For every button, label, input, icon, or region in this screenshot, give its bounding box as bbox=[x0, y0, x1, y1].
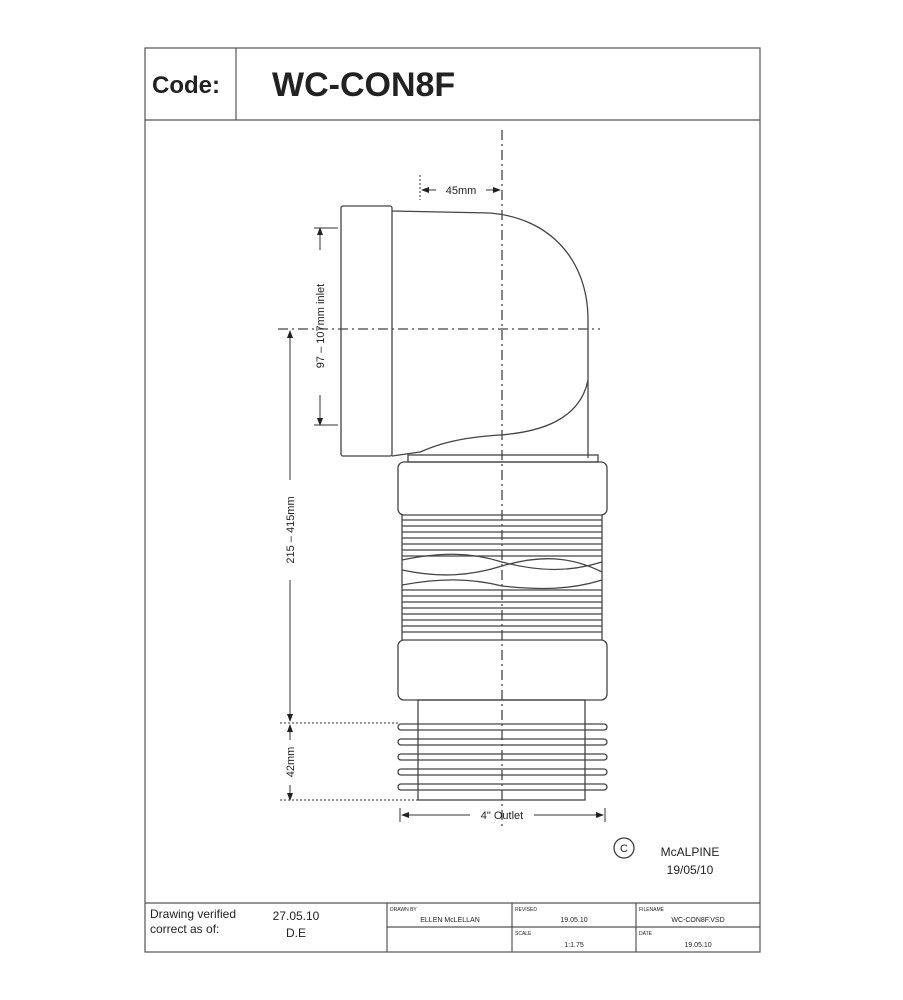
centerlines bbox=[278, 130, 600, 830]
scale-label: SCALE bbox=[515, 931, 532, 937]
verified-label-2: correct as of: bbox=[150, 922, 219, 936]
verified-label-1: Drawing verified bbox=[150, 907, 236, 921]
dim-spigot: 42mm bbox=[285, 747, 297, 778]
connector-part bbox=[340, 205, 608, 801]
corrugation bbox=[401, 553, 603, 590]
copyright-date: 19/05/10 bbox=[667, 863, 714, 877]
date-label: DATE bbox=[639, 931, 653, 937]
dim-outlet: 4" Outlet bbox=[481, 810, 523, 822]
dimension-lines bbox=[280, 175, 606, 822]
spigot-fins bbox=[397, 723, 608, 791]
verified-by: D.E bbox=[286, 926, 306, 940]
filename-label: FILENAME bbox=[639, 907, 665, 913]
copyright-symbol: C bbox=[620, 843, 628, 855]
revised: 19.05.10 bbox=[560, 917, 587, 924]
dim-offset: 45mm bbox=[446, 185, 477, 197]
verified-date: 27.05.10 bbox=[273, 909, 320, 923]
drawn-by: ELLEN McLELLAN bbox=[420, 917, 480, 924]
sheet-frame bbox=[144, 47, 761, 953]
spigot bbox=[417, 699, 586, 801]
drawn-by-label: DRAWN BY bbox=[390, 907, 417, 913]
filename: WC-CON8F.VSD bbox=[671, 917, 724, 924]
inlet-collar bbox=[340, 205, 393, 457]
elbow-body bbox=[391, 210, 589, 458]
upper-nut bbox=[397, 461, 608, 516]
scale: 1:1.75 bbox=[564, 942, 584, 949]
nut-band bbox=[407, 454, 599, 463]
upper-threads bbox=[401, 515, 603, 640]
code-label: Code: bbox=[152, 72, 220, 99]
company-name: McALPINE bbox=[661, 845, 720, 859]
dim-length: 215 – 415mm bbox=[285, 496, 297, 563]
revised-label: REVISED bbox=[515, 907, 537, 913]
dim-inlet: 97 – 107mm inlet bbox=[315, 284, 327, 368]
copyright-icon bbox=[613, 837, 635, 859]
code-value: WC-CON8F bbox=[272, 66, 455, 104]
date: 19.05.10 bbox=[684, 942, 711, 949]
lower-threads bbox=[402, 589, 602, 633]
